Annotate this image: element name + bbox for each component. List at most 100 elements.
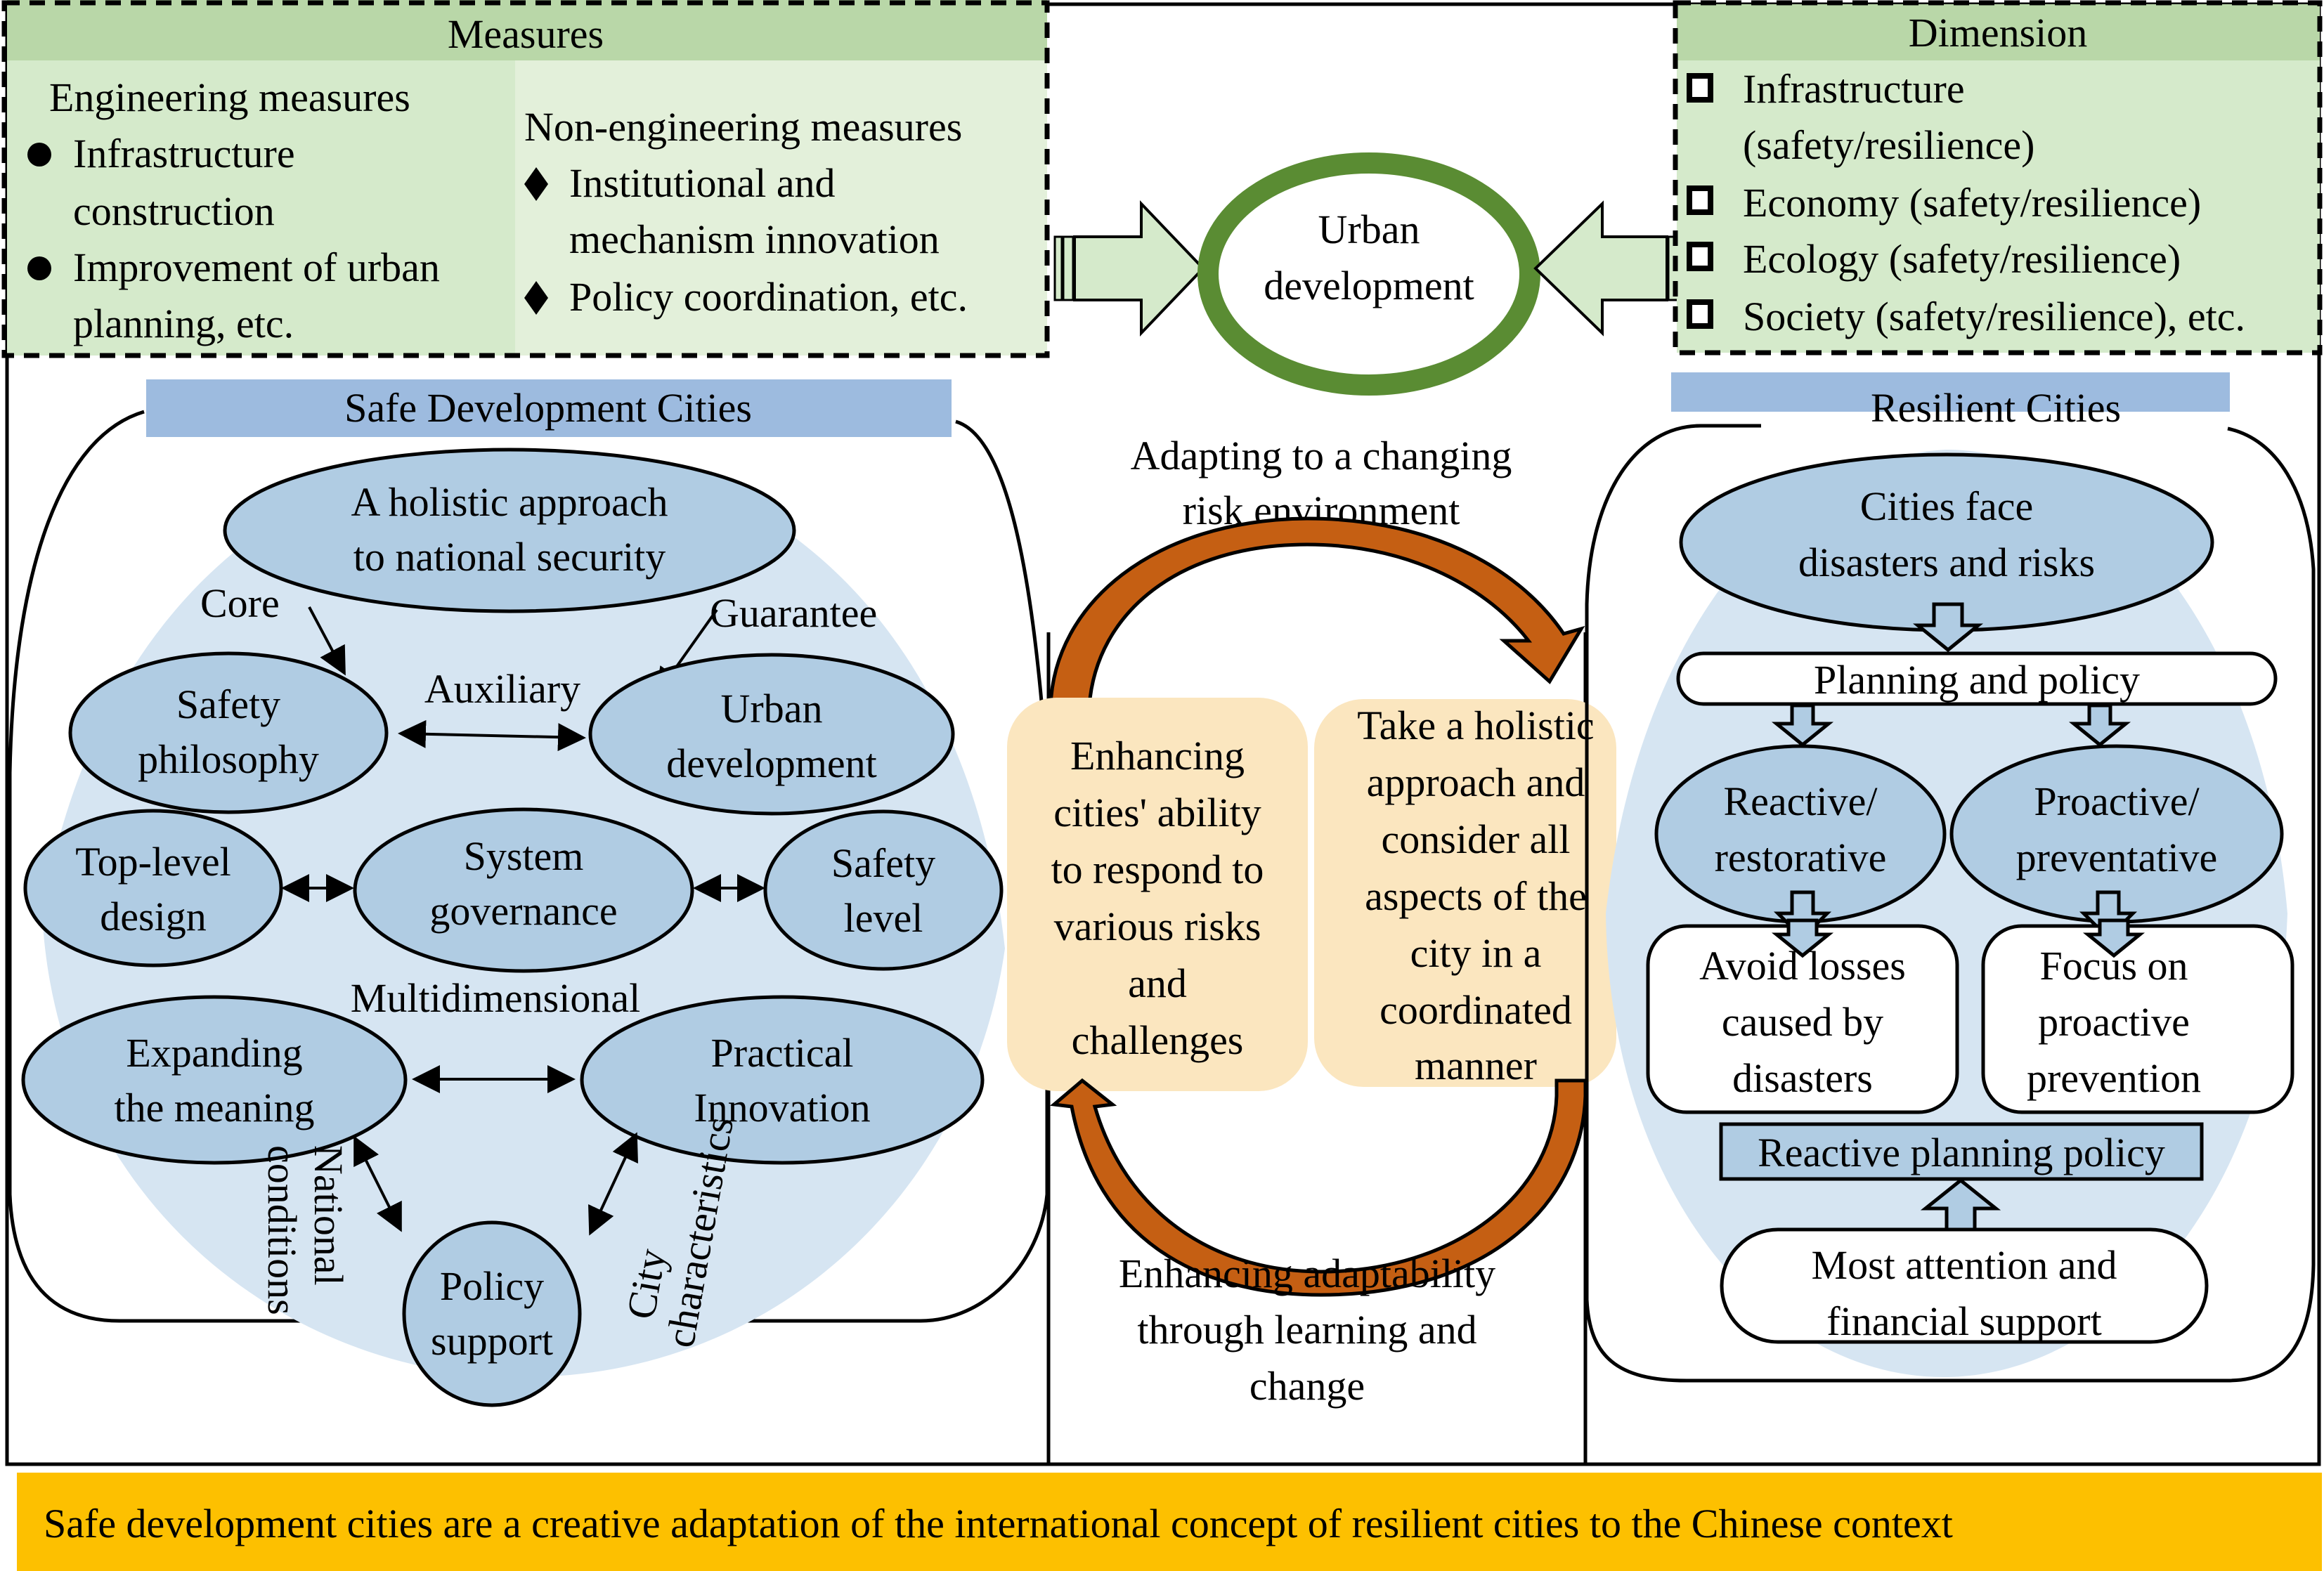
cycle-right-line-1: Take a holistic	[1357, 703, 1594, 748]
dimension-item-1-line-2: (safety/resilience)	[1743, 122, 2034, 168]
node-reactive-planning-policy-label: Reactive planning policy	[1758, 1130, 2165, 1175]
node-safety-level-line-1: Safety	[831, 840, 935, 886]
resilient-cities-title: Resilient Cities	[1871, 385, 2121, 431]
cycle-right-box	[1314, 699, 1616, 1087]
non-engineering-panel	[515, 60, 1047, 356]
bullet-diamond-icon	[524, 281, 548, 315]
node-cities-face-line-1: Cities face	[1860, 483, 2033, 529]
node-focus-line-2: proactive	[2038, 999, 2190, 1045]
node-system-governance	[353, 807, 694, 973]
safe-cities-outline	[8, 410, 1049, 1323]
right-block-arrow-icon	[1053, 200, 1205, 337]
measures-box: Measures Engineering measures Infrastruc…	[1, 0, 1050, 358]
arrow-core	[308, 606, 346, 676]
cycle-arrow-top-icon	[1049, 516, 1585, 708]
engineering-item-1-line-2: construction	[73, 188, 275, 234]
cycle-right-line-3: consider all	[1382, 816, 1571, 862]
dimension-panel	[1677, 60, 2320, 353]
node-avoid-line-3: disasters	[1732, 1055, 1873, 1101]
engineering-item-2-line-2: planning, etc.	[73, 301, 294, 346]
dimension-dashed-border	[1673, 0, 2323, 356]
center-cycle: Adapting to a changing risk environment …	[1007, 433, 1616, 1464]
engineering-item-2-line-1: Improvement of urban	[73, 245, 440, 290]
safe-cities-panel: Safe Development Cities A holistic appro…	[8, 379, 1049, 1407]
conclusion-banner-text: Safe development cities are a creative a…	[44, 1501, 1953, 1546]
bullet-square-icon	[1687, 242, 1713, 271]
arrow-national-conditions	[353, 1135, 402, 1232]
cycle-bottom-label-line-2: through learning and	[1137, 1307, 1476, 1352]
cycle-left-line-1: Enhancing	[1070, 733, 1245, 778]
node-urban-development-line-1: Urban	[721, 686, 823, 731]
measures-header	[7, 0, 1047, 60]
node-safety-philosophy	[68, 651, 389, 814]
cycle-left-line-2: cities' ability	[1053, 790, 1261, 835]
label-core: Core	[200, 580, 280, 626]
bullet-square-icon	[1687, 73, 1713, 103]
cycle-right-line-4: aspects of the	[1365, 873, 1587, 919]
arrow-auxiliary	[398, 719, 586, 752]
node-reactive-line-2: restorative	[1715, 835, 1887, 880]
down-arrow-icon	[1771, 703, 1834, 748]
center-node-line-2: development	[1264, 263, 1474, 308]
node-policy-support	[402, 1220, 582, 1407]
cycle-bottom-label-line-3: change	[1249, 1363, 1365, 1409]
down-arrow-icon	[2068, 703, 2131, 748]
node-most-attention	[1720, 1227, 2209, 1344]
cycle-right-line-6: coordinated	[1380, 987, 1572, 1033]
node-holistic-approach	[223, 448, 796, 613]
node-cities-face-line-2: disasters and risks	[1798, 540, 2095, 585]
cycle-right-line-7: manner	[1415, 1043, 1537, 1088]
node-practical-line-2: Innovation	[694, 1085, 870, 1130]
node-most-attention-line-1: Most attention and	[1812, 1242, 2117, 1288]
urban-development-node: Urban development	[1197, 152, 1540, 396]
label-guarantee: Guarantee	[710, 590, 877, 636]
cycle-bottom-label-line-1: Enhancing adaptability	[1119, 1251, 1495, 1296]
cycle-left-line-6: challenges	[1072, 1017, 1244, 1063]
bullet-square-icon	[1687, 185, 1713, 215]
measures-title: Measures	[448, 11, 604, 57]
cycle-left-line-5: and	[1128, 960, 1187, 1006]
cycle-left-box	[1007, 698, 1308, 1091]
safe-cities-header	[146, 379, 952, 437]
bullet-circle-icon	[27, 143, 51, 167]
label-national: National	[306, 1145, 351, 1286]
dimension-header	[1677, 4, 2320, 60]
label-auxiliary: Auxiliary	[424, 666, 580, 712]
non-engineering-item-1-line-2: mechanism innovation	[569, 216, 940, 262]
outer-frame	[5, 2, 2321, 1466]
label-national-conditions: National conditions	[259, 1145, 351, 1315]
resilient-cities-panel: Resilient Cities Cities face disasters a…	[1585, 372, 2316, 1383]
node-reactive-line-1: Reactive/	[1723, 778, 1878, 824]
node-holistic-line-2: to national security	[353, 534, 666, 580]
node-urban-development-line-2: development	[666, 741, 877, 786]
non-engineering-heading: Non-engineering measures	[524, 104, 962, 150]
node-avoid-line-2: caused by	[1722, 999, 1883, 1045]
arrow-city-characteristics	[588, 1132, 638, 1236]
node-most-attention-line-2: financial support	[1826, 1298, 2101, 1344]
label-conditions: conditions	[259, 1145, 305, 1315]
bullet-square-icon	[1687, 299, 1713, 329]
node-proactive-line-1: Proactive/	[2034, 778, 2200, 824]
engineering-heading: Engineering measures	[49, 74, 410, 120]
node-planning-policy	[1676, 651, 2278, 706]
cycle-left-line-4: various risks	[1054, 904, 1261, 949]
dimension-item-2: Economy (safety/resilience)	[1743, 180, 2201, 226]
up-arrow-icon	[1920, 1178, 2001, 1232]
node-expanding-line-1: Expanding	[126, 1030, 302, 1076]
resilient-cities-outline	[1585, 424, 2316, 1383]
node-top-level-line-1: Top-level	[75, 839, 231, 885]
node-reactive-planning-policy	[1719, 1122, 2204, 1181]
measures-dashed-border	[1, 0, 1050, 358]
down-arrow-icon	[2082, 918, 2146, 958]
engineering-item-1-line-1: Infrastructure	[73, 131, 295, 176]
safe-cities-title: Safe Development Cities	[344, 385, 752, 431]
node-focus-prevention	[1981, 924, 2294, 1114]
bullet-diamond-icon	[524, 167, 548, 201]
node-top-level-design	[23, 809, 283, 967]
down-arrow-icon	[1771, 918, 1834, 958]
engineering-panel	[7, 60, 515, 356]
center-node-line-1: Urban	[1318, 207, 1420, 252]
node-system-governance-line-2: governance	[429, 888, 617, 934]
node-safety-philosophy-line-2: philosophy	[138, 736, 319, 782]
